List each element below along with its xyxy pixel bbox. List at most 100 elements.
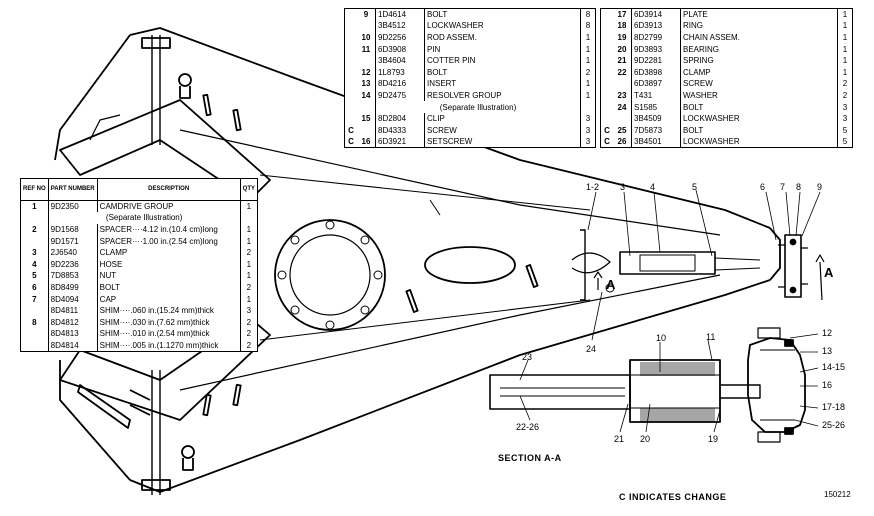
ref-number <box>357 20 376 32</box>
quantity: 5 <box>842 137 848 147</box>
callout-label: 23 <box>522 352 533 362</box>
change-mark <box>601 9 614 21</box>
change-note: C INDICATES CHANGE <box>619 492 727 502</box>
callout-label: 17-18 <box>822 402 846 412</box>
table-row: (Separate Illustration) <box>20 212 258 224</box>
quantity: 3 <box>842 114 848 124</box>
quantity: 2 <box>246 248 252 258</box>
quantity: 1 <box>842 67 848 77</box>
quantity: 1 <box>246 224 252 234</box>
tip-flange <box>784 234 802 298</box>
description: SPACER····4.12 in.(10.4 cm)long <box>97 223 241 236</box>
quantity: 2 <box>842 79 848 89</box>
callout-label: 5 <box>692 182 698 192</box>
boom-left-end <box>54 34 131 481</box>
description: CHAIN ASSEM. <box>680 31 838 44</box>
callout-label: 7 <box>780 182 786 192</box>
quantity: 1 <box>842 21 848 31</box>
hub-plate <box>274 219 386 331</box>
callout-label: 21 <box>614 434 625 444</box>
callout-label: 9 <box>817 182 823 192</box>
change-mark <box>345 113 358 125</box>
description: LOCKWASHER <box>424 20 581 32</box>
tie-rod-lower <box>151 370 161 495</box>
callout-label: 22-26 <box>516 422 540 432</box>
description: LOCKWASHER <box>680 112 838 125</box>
description: COTTER PIN <box>424 54 581 67</box>
description: CLAMP <box>97 246 241 259</box>
ref-number: 16 <box>357 136 376 148</box>
part-number: 6D3898 <box>631 66 681 79</box>
ref-number: 12 <box>357 66 376 79</box>
callout-label: 12 <box>822 328 833 338</box>
quantity: 1 <box>246 271 252 281</box>
quantity: 1 <box>842 56 848 66</box>
ref-number: 24 <box>613 101 632 113</box>
part-number: 6D3913 <box>631 20 681 32</box>
description: NUT <box>97 270 241 282</box>
quantity: 3 <box>585 114 591 124</box>
ref-number: 26 <box>613 136 632 148</box>
part-number: 6D3914 <box>631 8 681 21</box>
ref-number: 13 <box>357 78 376 90</box>
ref-number: 7 <box>20 293 49 305</box>
change-mark: C <box>604 137 610 147</box>
callout-label: 8 <box>796 182 802 192</box>
ref-number: 10 <box>357 31 376 44</box>
callout-label: 13 <box>822 346 833 356</box>
description: BOLT <box>97 281 241 294</box>
ball-knob-bottom <box>181 445 195 459</box>
change-mark <box>345 9 358 21</box>
ref-number: 23 <box>613 89 632 102</box>
ref-number: 25 <box>613 124 632 137</box>
description: SCREW <box>680 78 838 90</box>
change-mark <box>345 32 358 44</box>
ref-number <box>357 101 376 113</box>
quantity: 2 <box>585 67 591 77</box>
ref-number <box>613 78 632 90</box>
quantity: 2 <box>246 282 252 292</box>
description: BEARING <box>680 43 838 55</box>
part-number: 3B4501 <box>631 136 681 148</box>
ref-number: 21 <box>613 54 632 67</box>
description-note: (Separate Illustration) <box>48 212 241 224</box>
callout-label: 6 <box>760 182 766 192</box>
part-number: 9D2475 <box>375 89 425 102</box>
ref-number: 15 <box>357 112 376 125</box>
description: RESOLVER GROUP <box>424 89 581 102</box>
ref-number: 22 <box>613 66 632 79</box>
description: SHIM····.060 in.(15.24 mm)thick <box>97 304 241 317</box>
quantity: 1 <box>842 44 848 54</box>
part-number: 3B4512 <box>375 20 425 32</box>
ref-number <box>20 304 49 317</box>
description: CAMDRIVE GROUP <box>97 200 241 213</box>
ref-number: 20 <box>613 43 632 55</box>
ref-number: 5 <box>20 270 49 282</box>
cylinder-body <box>619 251 716 275</box>
change-mark <box>345 66 358 78</box>
quantity: 8 <box>585 10 591 20</box>
ref-number <box>357 54 376 67</box>
part-number: 8D4333 <box>375 124 425 137</box>
description: INSERT <box>424 78 581 90</box>
table-row: (Separate Illustration) <box>345 101 596 113</box>
description: SHIM····.030 in.(7.62 mm)thick <box>97 316 241 329</box>
